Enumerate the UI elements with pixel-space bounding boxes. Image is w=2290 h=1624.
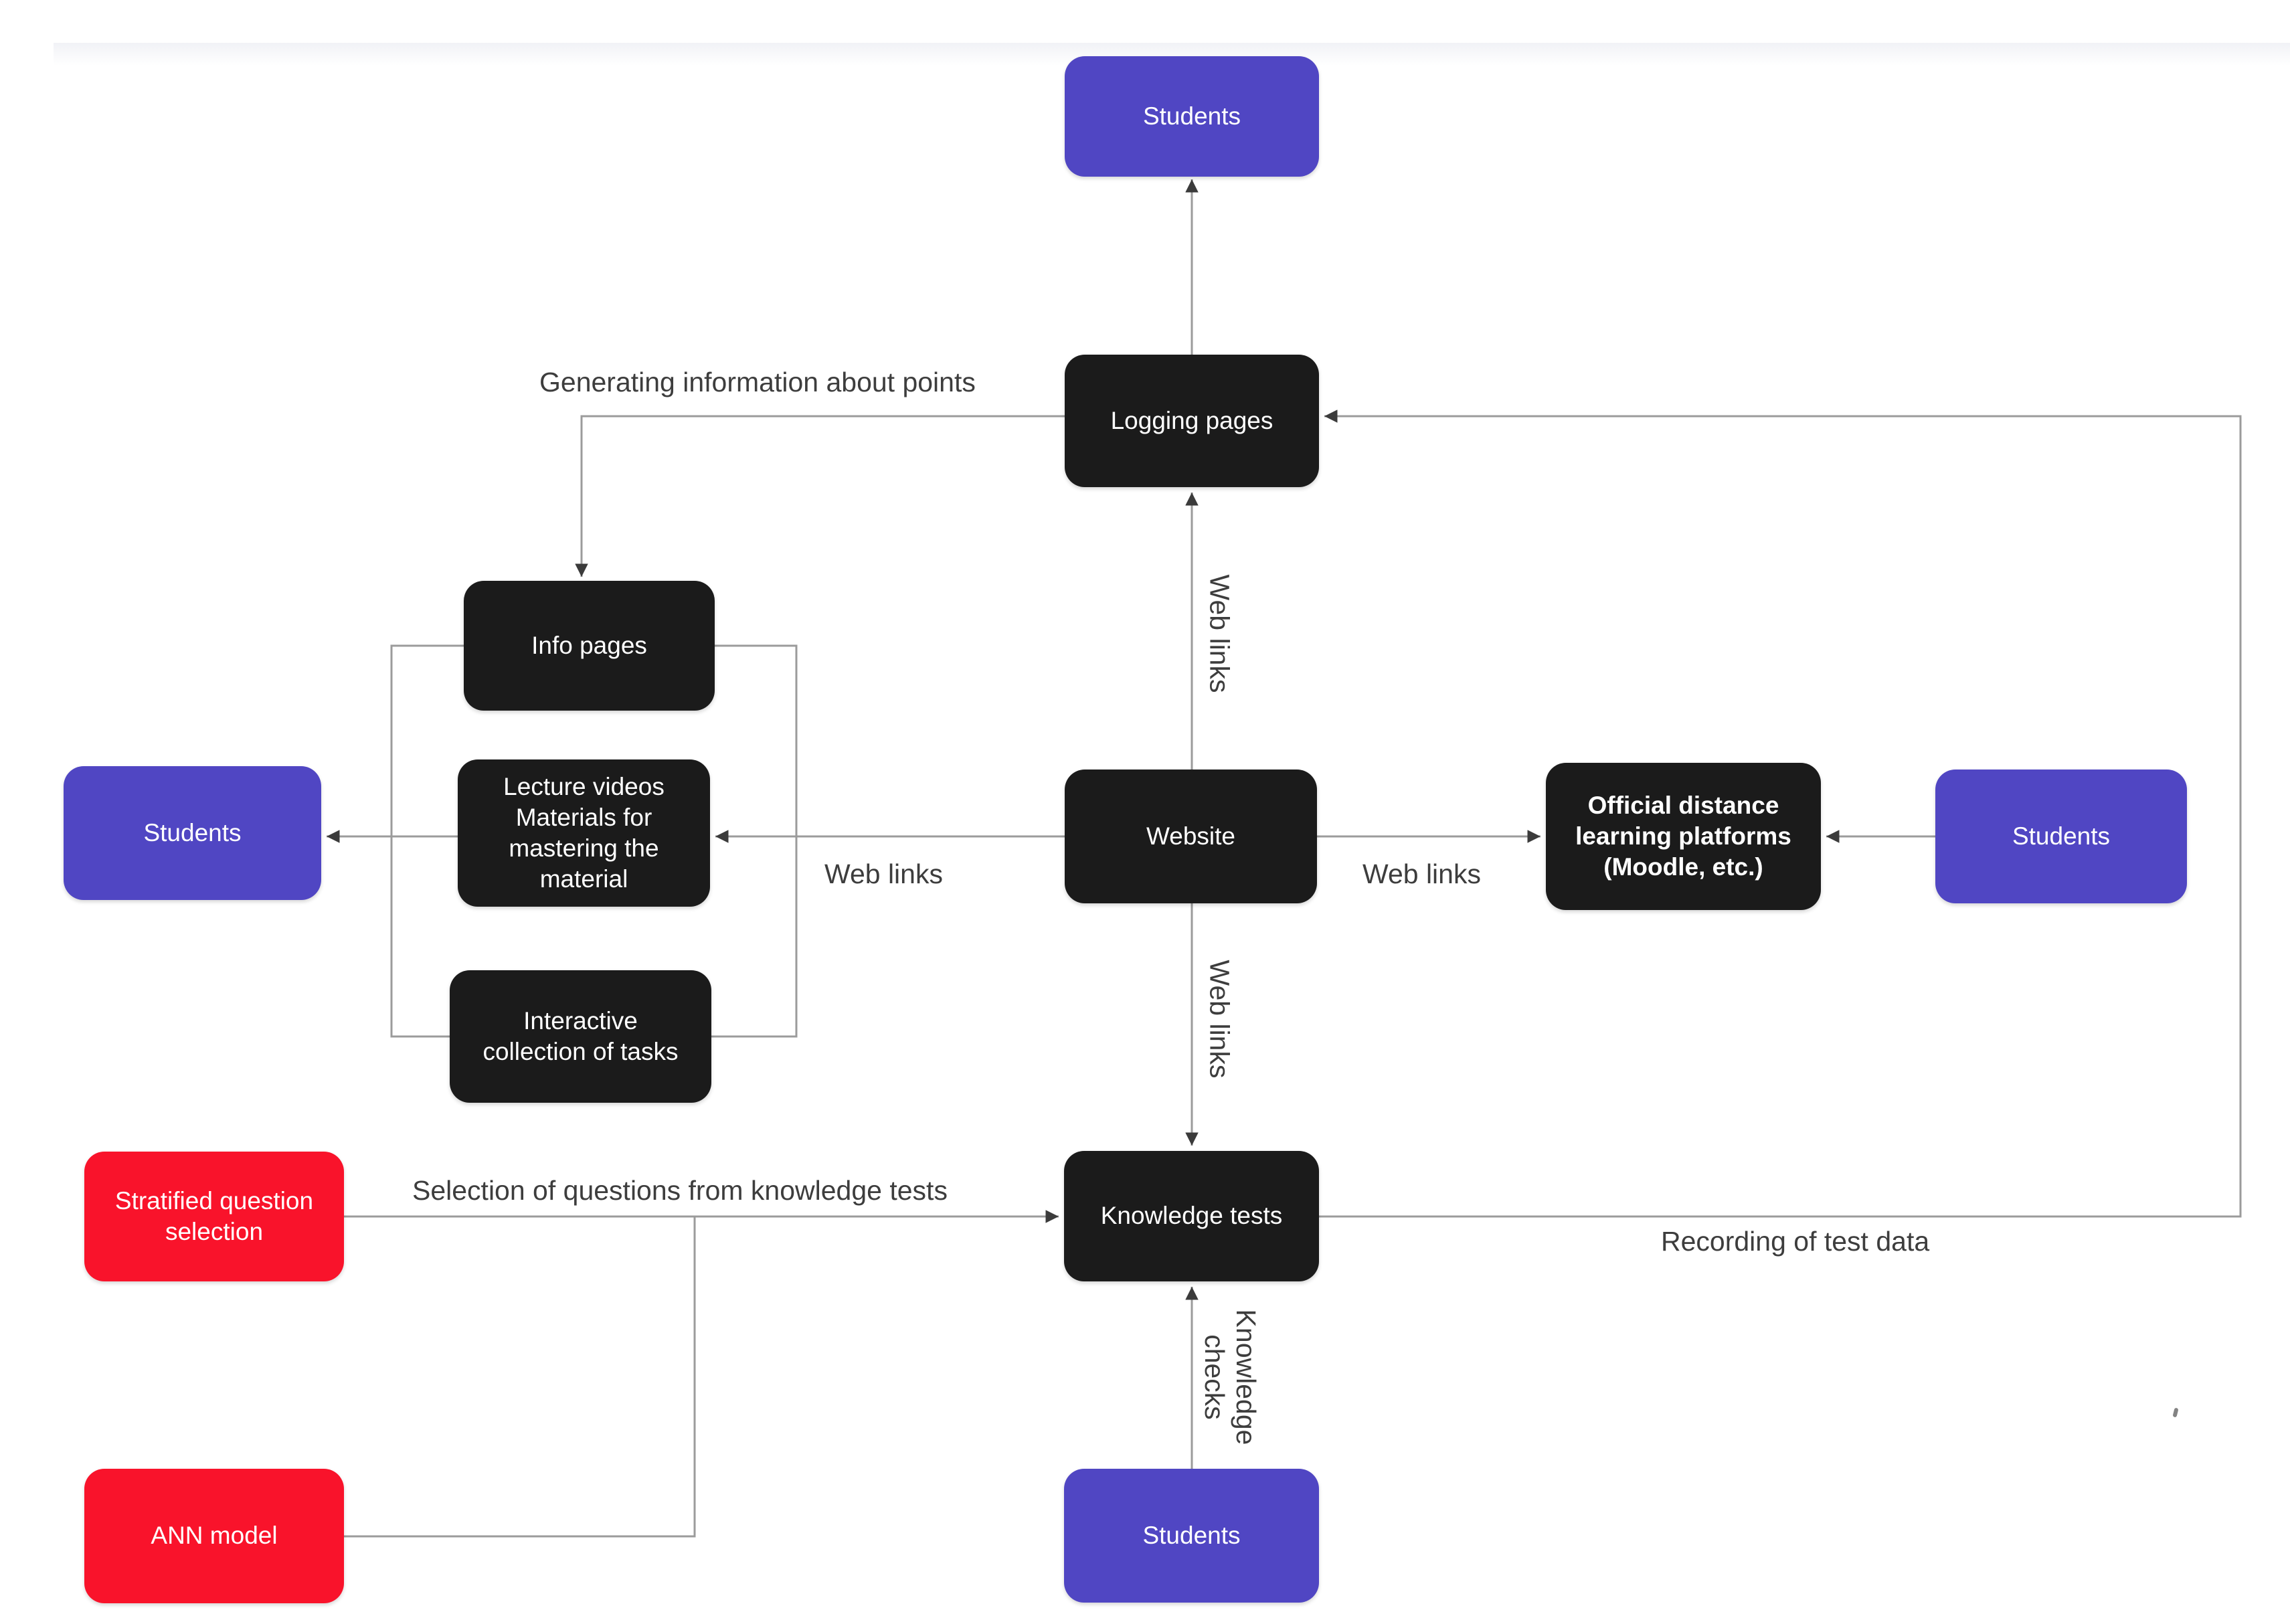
node-label: Website: [1146, 822, 1235, 850]
node-label: Interactive collection of tasks: [482, 1006, 679, 1065]
node-knowledge-tests: Knowledge tests: [1064, 1151, 1319, 1281]
edge-label-selection-questions: Selection of questions from knowledge te…: [412, 1175, 948, 1206]
edge-info-pages-bracket-right: [711, 644, 798, 1038]
node-label: Students: [1142, 102, 1241, 130]
edge-info-pages-bracket-left: [390, 644, 464, 1038]
node-label: Stratified question selection: [114, 1186, 314, 1245]
edge-label-generating-points: Generating information about points: [539, 367, 976, 397]
node-students-bottom: Students: [1064, 1469, 1319, 1603]
node-label: Students: [143, 818, 242, 846]
edge-label-recording-test-data: Recording of test data: [1661, 1226, 1930, 1257]
edge-label-web-links-right: Web links: [1362, 859, 1481, 889]
node-website: Website: [1065, 770, 1317, 903]
node-label: ANN model: [151, 1522, 278, 1550]
node-label: Official distance learning platforms (Mo…: [1575, 791, 1791, 881]
node-students-right: Students: [1935, 770, 2187, 903]
node-label: Knowledge tests: [1100, 1202, 1283, 1230]
edge-ann-model-to-junction: [344, 1216, 696, 1538]
edge-label-web-links-left: Web links: [824, 859, 943, 889]
edge-label-web-links-logging: Web links: [1204, 574, 1235, 693]
node-lecture-videos: Lecture videos Materials for mastering t…: [458, 759, 710, 907]
node-info-pages: Info pages: [464, 581, 715, 711]
node-students-top: Students: [1065, 56, 1319, 177]
node-label: Info pages: [531, 631, 647, 659]
node-stratified-selection: Stratified question selection: [84, 1152, 344, 1281]
node-interactive-tasks: Interactive collection of tasks: [450, 970, 711, 1103]
edge-label-web-links-tests: Web links: [1204, 960, 1235, 1079]
edge-label-knowledge-checks: Knowledge checks: [1199, 1309, 1262, 1445]
node-label: Logging pages: [1110, 406, 1273, 434]
node-label: Lecture videos Materials for mastering t…: [503, 772, 665, 893]
node-platforms: Official distance learning platforms (Mo…: [1546, 763, 1821, 910]
node-logging-pages: Logging pages: [1065, 355, 1319, 487]
edge-knowledge-tests-to-logging-loop: [1319, 410, 2242, 1218]
node-students-left: Students: [64, 766, 321, 900]
edge-logging-to-info-pages: [575, 415, 1065, 577]
node-ann-model: ANN model: [84, 1469, 344, 1603]
node-label: Students: [1142, 1521, 1241, 1549]
node-label: Students: [2012, 822, 2111, 850]
